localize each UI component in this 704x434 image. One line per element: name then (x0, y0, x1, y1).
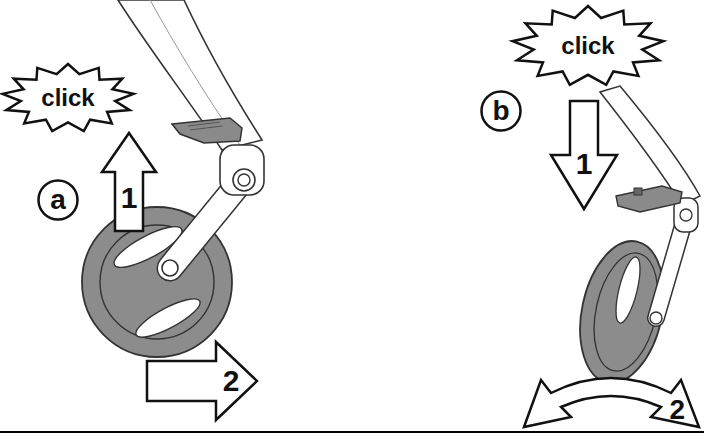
step-arrow-outline (101, 132, 157, 232)
click-word: click (41, 86, 94, 110)
step-arrow: 2 (146, 341, 258, 421)
step-letter-shape (482, 92, 521, 131)
step-letter: b (480, 90, 522, 132)
swivel-arrow: 2 (519, 355, 703, 434)
step-number: 1 (576, 149, 593, 179)
step-letter-shape (39, 181, 78, 220)
step-number: 2 (669, 396, 685, 424)
step-letter-text: b (492, 97, 509, 125)
step-letter: a (37, 179, 79, 221)
click-burst-shape (3, 64, 134, 131)
step-arrow-outline (146, 341, 258, 421)
step-arrow-shape (551, 101, 617, 209)
bottom-rule (0, 431, 704, 433)
step-arrow-shape (102, 133, 156, 231)
step-number: 2 (223, 366, 240, 396)
swivel-arrow-shape (524, 378, 699, 427)
step-arrow: 1 (550, 100, 618, 210)
step-arrow: 1 (101, 132, 157, 232)
step-number: 1 (121, 183, 138, 213)
step-arrow-shape (147, 342, 257, 420)
click-burst: click (512, 6, 664, 86)
step-letter-text: a (50, 186, 66, 214)
left-wheel-assembly (82, 0, 264, 357)
click-word: click (561, 34, 614, 58)
click-burst-shape (513, 6, 664, 85)
click-burst: click (2, 64, 134, 132)
